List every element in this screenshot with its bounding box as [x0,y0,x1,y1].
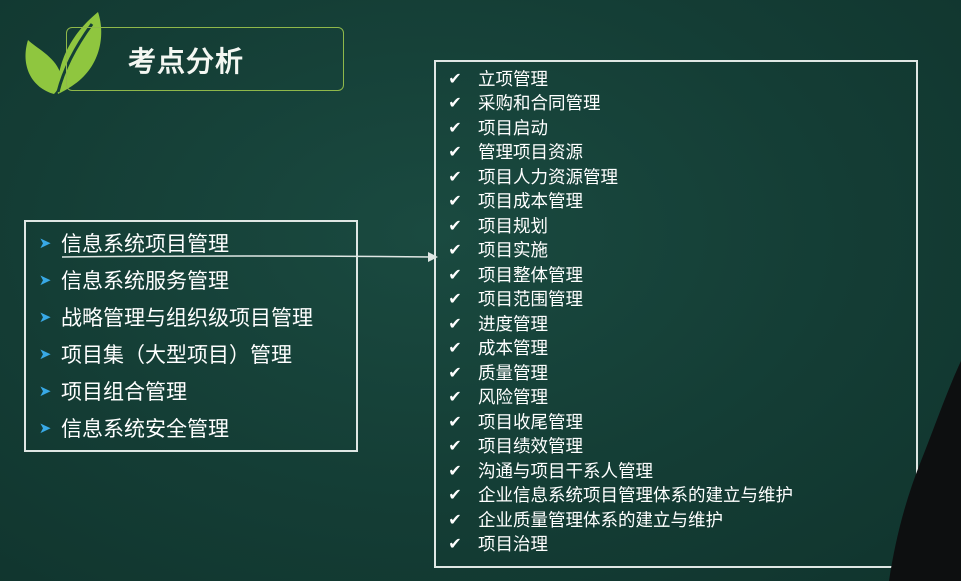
left-topic-item: ➤ 信息系统项目管理 [37,224,313,261]
right-topic-item: ✔ 质量管理 [446,360,793,385]
left-topic-list: ➤ 信息系统项目管理 ➤ 信息系统服务管理 ➤ 战略管理与组织级项目管理 ➤ 项目集（大型项目… [37,224,313,446]
arrow-bullet-icon: ➤ [38,270,52,289]
left-topic-item: ➤ 项目组合管理 [37,372,313,409]
right-topic-item: ✔ 项目整体管理 [446,262,793,287]
check-icon: ✔ [448,93,462,113]
check-icon: ✔ [448,362,462,382]
left-topic-box [24,220,358,452]
connector-arrow [61,252,438,262]
check-icon: ✔ [448,313,462,333]
right-topic-item: ✔ 成本管理 [446,336,793,361]
right-topic-item: ✔ 项目实施 [446,238,793,263]
right-topic-label: 企业质量管理体系的建立与维护 [478,510,723,531]
right-topic-item: ✔ 立项管理 [446,66,793,91]
right-topic-label: 项目人力资源管理 [478,167,618,188]
check-icon: ✔ [448,411,462,431]
right-topic-item: ✔ 项目人力资源管理 [446,164,793,189]
arrow-bullet-icon: ➤ [38,381,52,400]
right-topic-list: ✔ 立项管理 ✔ 采购和合同管理 ✔ 项目启动 ✔ 管理项目资源 ✔ 项目人力资源管理 ✔ 项目成本管… [446,66,793,556]
check-icon: ✔ [448,191,462,211]
right-topic-label: 管理项目资源 [478,143,583,164]
right-topic-item: ✔ 项目收尾管理 [446,409,793,434]
check-icon: ✔ [448,534,462,554]
right-topic-label: 沟通与项目干系人管理 [478,461,653,482]
check-icon: ✔ [448,240,462,260]
right-topic-label: 成本管理 [478,339,548,360]
right-topic-item: ✔ 项目规划 [446,213,793,238]
check-icon: ✔ [448,142,462,162]
right-topic-label: 质量管理 [478,363,548,384]
right-topic-label: 项目规划 [478,216,548,237]
left-topic-label: 项目集（大型项目）管理 [61,342,292,367]
right-topic-item: ✔ 采购和合同管理 [446,91,793,116]
right-topic-item: ✔ 企业质量管理体系的建立与维护 [446,507,793,532]
right-topic-item: ✔ 管理项目资源 [446,140,793,165]
page-title: 考点分析 [128,45,245,78]
right-topic-label: 项目实施 [478,241,548,262]
title-banner [66,27,344,91]
right-topic-label: 进度管理 [478,314,548,335]
right-topic-item: ✔ 项目绩效管理 [446,434,793,459]
right-topic-label: 项目收尾管理 [478,412,583,433]
check-icon: ✔ [448,338,462,358]
arrow-bullet-icon: ➤ [38,418,52,437]
check-icon: ✔ [448,485,462,505]
left-topic-item: ➤ 信息系统服务管理 [37,261,313,298]
check-icon: ✔ [448,289,462,309]
right-topic-box [434,60,918,568]
right-topic-label: 立项管理 [478,69,548,90]
right-topic-label: 项目启动 [478,118,548,139]
left-topic-label: 项目组合管理 [61,379,187,404]
check-icon: ✔ [448,436,462,456]
left-topic-label: 信息系统安全管理 [61,416,229,441]
leaf-logo-icon [25,12,102,94]
right-topic-label: 项目整体管理 [478,265,583,286]
left-topic-label: 信息系统项目管理 [61,231,229,256]
right-topic-item: ✔ 项目启动 [446,115,793,140]
arrow-bullet-icon: ➤ [38,233,52,252]
check-icon: ✔ [448,387,462,407]
left-topic-item: ➤ 信息系统安全管理 [37,409,313,446]
presenter-silhouette [889,361,961,581]
right-topic-label: 采购和合同管理 [478,94,601,115]
right-topic-item: ✔ 项目成本管理 [446,189,793,214]
right-topic-label: 项目治理 [478,535,548,556]
left-topic-label: 信息系统服务管理 [61,268,229,293]
right-topic-item: ✔ 进度管理 [446,311,793,336]
check-icon: ✔ [448,166,462,186]
right-topic-item: ✔ 企业信息系统项目管理体系的建立与维护 [446,483,793,508]
right-topic-label: 项目范围管理 [478,290,583,311]
right-topic-label: 项目绩效管理 [478,437,583,458]
check-icon: ✔ [448,509,462,529]
arrow-bullet-icon: ➤ [38,344,52,363]
left-topic-item: ➤ 项目集（大型项目）管理 [37,335,313,372]
right-topic-item: ✔ 沟通与项目干系人管理 [446,458,793,483]
right-topic-label: 项目成本管理 [478,192,583,213]
check-icon: ✔ [448,117,462,137]
check-icon: ✔ [448,68,462,88]
arrow-bullet-icon: ➤ [38,307,52,326]
check-icon: ✔ [448,215,462,235]
left-topic-item: ➤ 战略管理与组织级项目管理 [37,298,313,335]
right-topic-item: ✔ 项目范围管理 [446,287,793,312]
right-topic-label: 风险管理 [478,388,548,409]
right-topic-item: ✔ 项目治理 [446,532,793,557]
left-topic-label: 战略管理与组织级项目管理 [61,305,313,330]
check-icon: ✔ [448,460,462,480]
check-icon: ✔ [448,264,462,284]
right-topic-label: 企业信息系统项目管理体系的建立与维护 [478,486,793,507]
right-topic-item: ✔ 风险管理 [446,385,793,410]
